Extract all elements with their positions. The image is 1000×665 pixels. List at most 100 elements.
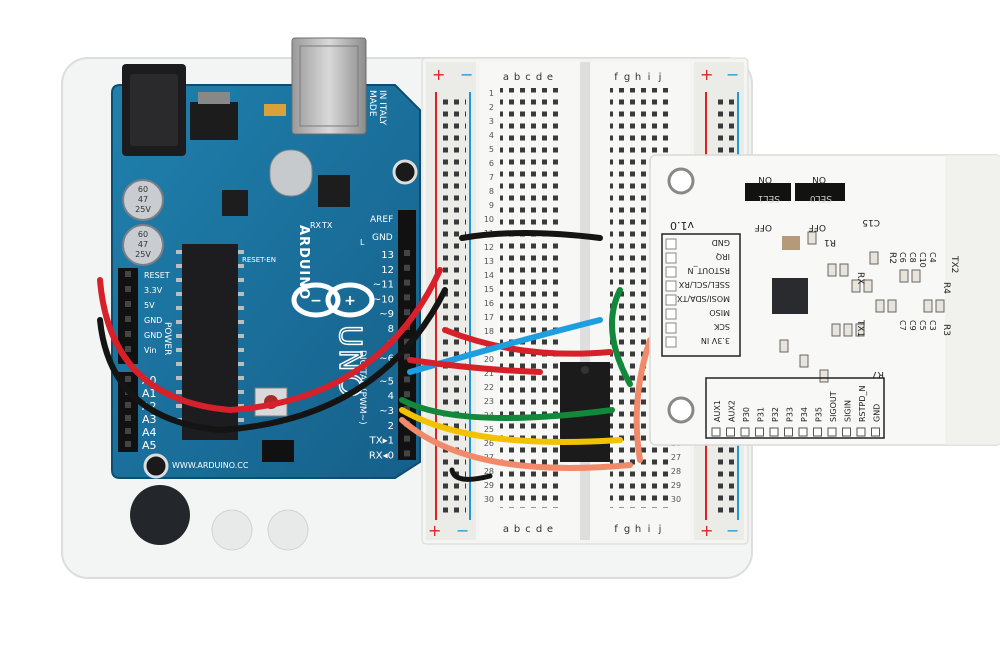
header-pad[interactable] bbox=[665, 294, 677, 306]
svg-text:47: 47 bbox=[138, 195, 148, 204]
bottom-header-outline bbox=[705, 377, 885, 439]
row-label: 8 bbox=[489, 187, 494, 196]
header-pad[interactable] bbox=[665, 308, 677, 320]
header-pad[interactable] bbox=[665, 280, 677, 292]
header-pin[interactable] bbox=[125, 286, 131, 292]
icsp-header bbox=[262, 440, 294, 462]
header-pin[interactable] bbox=[125, 316, 131, 322]
bottom-pin-label: GND bbox=[873, 404, 882, 422]
header-pin[interactable] bbox=[125, 271, 131, 277]
digital-pin-label: TX▸1 bbox=[369, 436, 394, 447]
header-pad[interactable] bbox=[769, 427, 779, 437]
smd-crystal bbox=[782, 236, 800, 250]
row-label: 5 bbox=[489, 145, 494, 154]
header-pin[interactable] bbox=[404, 264, 410, 271]
header-pad[interactable] bbox=[711, 427, 721, 437]
sel0-label: SEL0 bbox=[810, 193, 832, 203]
header-pad[interactable] bbox=[827, 427, 837, 437]
digital-pin-label: ~3 bbox=[379, 406, 394, 417]
header-pin[interactable] bbox=[125, 402, 131, 408]
smd-part bbox=[779, 339, 789, 353]
header-pin[interactable] bbox=[404, 279, 410, 286]
header-pin[interactable] bbox=[125, 331, 131, 337]
svg-text:25V: 25V bbox=[135, 250, 151, 259]
bottom-pin-label: P35 bbox=[815, 407, 824, 422]
wire-yellow bbox=[399, 407, 623, 445]
smd-part bbox=[799, 354, 809, 368]
row-label: 14 bbox=[484, 271, 494, 280]
smd-part bbox=[827, 263, 837, 277]
header-pad[interactable] bbox=[740, 427, 750, 437]
header-pad[interactable] bbox=[755, 427, 764, 437]
smd-part bbox=[839, 263, 849, 277]
usb-b-connector[interactable] bbox=[291, 37, 367, 135]
header-pin[interactable] bbox=[404, 250, 410, 256]
row-label: 6 bbox=[489, 159, 494, 168]
bottom-pin-label: P32 bbox=[771, 407, 780, 422]
row-label: 21 bbox=[484, 369, 494, 378]
aref-label: AREF bbox=[370, 215, 393, 225]
row-label: 17 bbox=[484, 313, 494, 322]
capacitor: 60 47 25V bbox=[122, 224, 164, 266]
bottom-pin-label: AUX2 bbox=[728, 400, 737, 422]
row-label: 9 bbox=[489, 201, 494, 210]
column-label: i bbox=[648, 524, 651, 535]
power-pin-label: GND bbox=[144, 316, 162, 325]
header-pad[interactable] bbox=[665, 252, 677, 264]
bottom-pin-label: SIGOUT bbox=[829, 391, 838, 422]
rail-minus-label: − bbox=[460, 65, 473, 84]
header-pad[interactable] bbox=[665, 266, 677, 278]
header-pad[interactable] bbox=[665, 322, 677, 334]
header-pin-label: 3.3V IN bbox=[701, 336, 730, 345]
header-pin[interactable] bbox=[404, 376, 410, 383]
header-pad[interactable] bbox=[798, 427, 808, 437]
sel-jumper[interactable] bbox=[745, 183, 791, 201]
header-pin[interactable] bbox=[404, 338, 410, 345]
tx2-label: TX2 bbox=[949, 255, 959, 273]
header-pin[interactable] bbox=[125, 415, 131, 421]
header-pin[interactable] bbox=[404, 450, 410, 457]
header-pin[interactable] bbox=[125, 428, 131, 434]
header-pin[interactable] bbox=[404, 435, 410, 442]
header-pin[interactable] bbox=[125, 346, 131, 352]
digital-pin-label: 13 bbox=[381, 250, 394, 261]
header-pad[interactable] bbox=[856, 427, 866, 437]
row-label: 18 bbox=[484, 327, 494, 336]
arduino-brand-label: ARDUINO bbox=[296, 225, 311, 300]
small-chip bbox=[222, 190, 248, 216]
header-pin-label: MISO bbox=[709, 308, 730, 317]
capacitor-label: C8 bbox=[908, 252, 917, 263]
on-label: ON bbox=[758, 174, 772, 184]
header-pad[interactable] bbox=[726, 427, 735, 437]
header-pin[interactable] bbox=[125, 376, 131, 382]
digital-pin-label: 12 bbox=[381, 265, 394, 276]
header-pin[interactable] bbox=[404, 406, 410, 412]
header-pad[interactable] bbox=[842, 427, 851, 437]
capacitor-label: C3 bbox=[928, 320, 937, 331]
bottom-pin-label: SIGIN bbox=[844, 400, 853, 422]
voltage-regulator bbox=[190, 102, 238, 140]
wire-red-jumper bbox=[442, 327, 613, 357]
header-pad[interactable] bbox=[813, 427, 822, 437]
wire-red-5v bbox=[97, 267, 443, 414]
header-pin[interactable] bbox=[125, 301, 131, 307]
header-pin[interactable] bbox=[125, 441, 131, 447]
header-pad[interactable] bbox=[784, 427, 793, 437]
nfc-header-pins[interactable]: GNDIRQRSTOUT_NSSEL/SCL/RXMOSI/SDA/TXMISO… bbox=[665, 238, 730, 348]
row-label: 3 bbox=[489, 117, 494, 126]
header-pin[interactable] bbox=[404, 353, 410, 360]
header-pin[interactable] bbox=[404, 309, 410, 316]
header-pad[interactable] bbox=[665, 238, 677, 250]
header-pin[interactable] bbox=[404, 294, 410, 301]
digital-pin-label: 4 bbox=[388, 391, 394, 402]
wire-green bbox=[399, 397, 615, 421]
sel-jumper[interactable] bbox=[795, 183, 845, 201]
header-pad[interactable] bbox=[665, 336, 677, 348]
column-label: e bbox=[547, 524, 553, 535]
column-label: d bbox=[536, 72, 542, 83]
bottom-pin-label: AUX1 bbox=[713, 400, 722, 422]
header-pin[interactable] bbox=[404, 391, 410, 398]
header-pad[interactable] bbox=[871, 427, 880, 437]
